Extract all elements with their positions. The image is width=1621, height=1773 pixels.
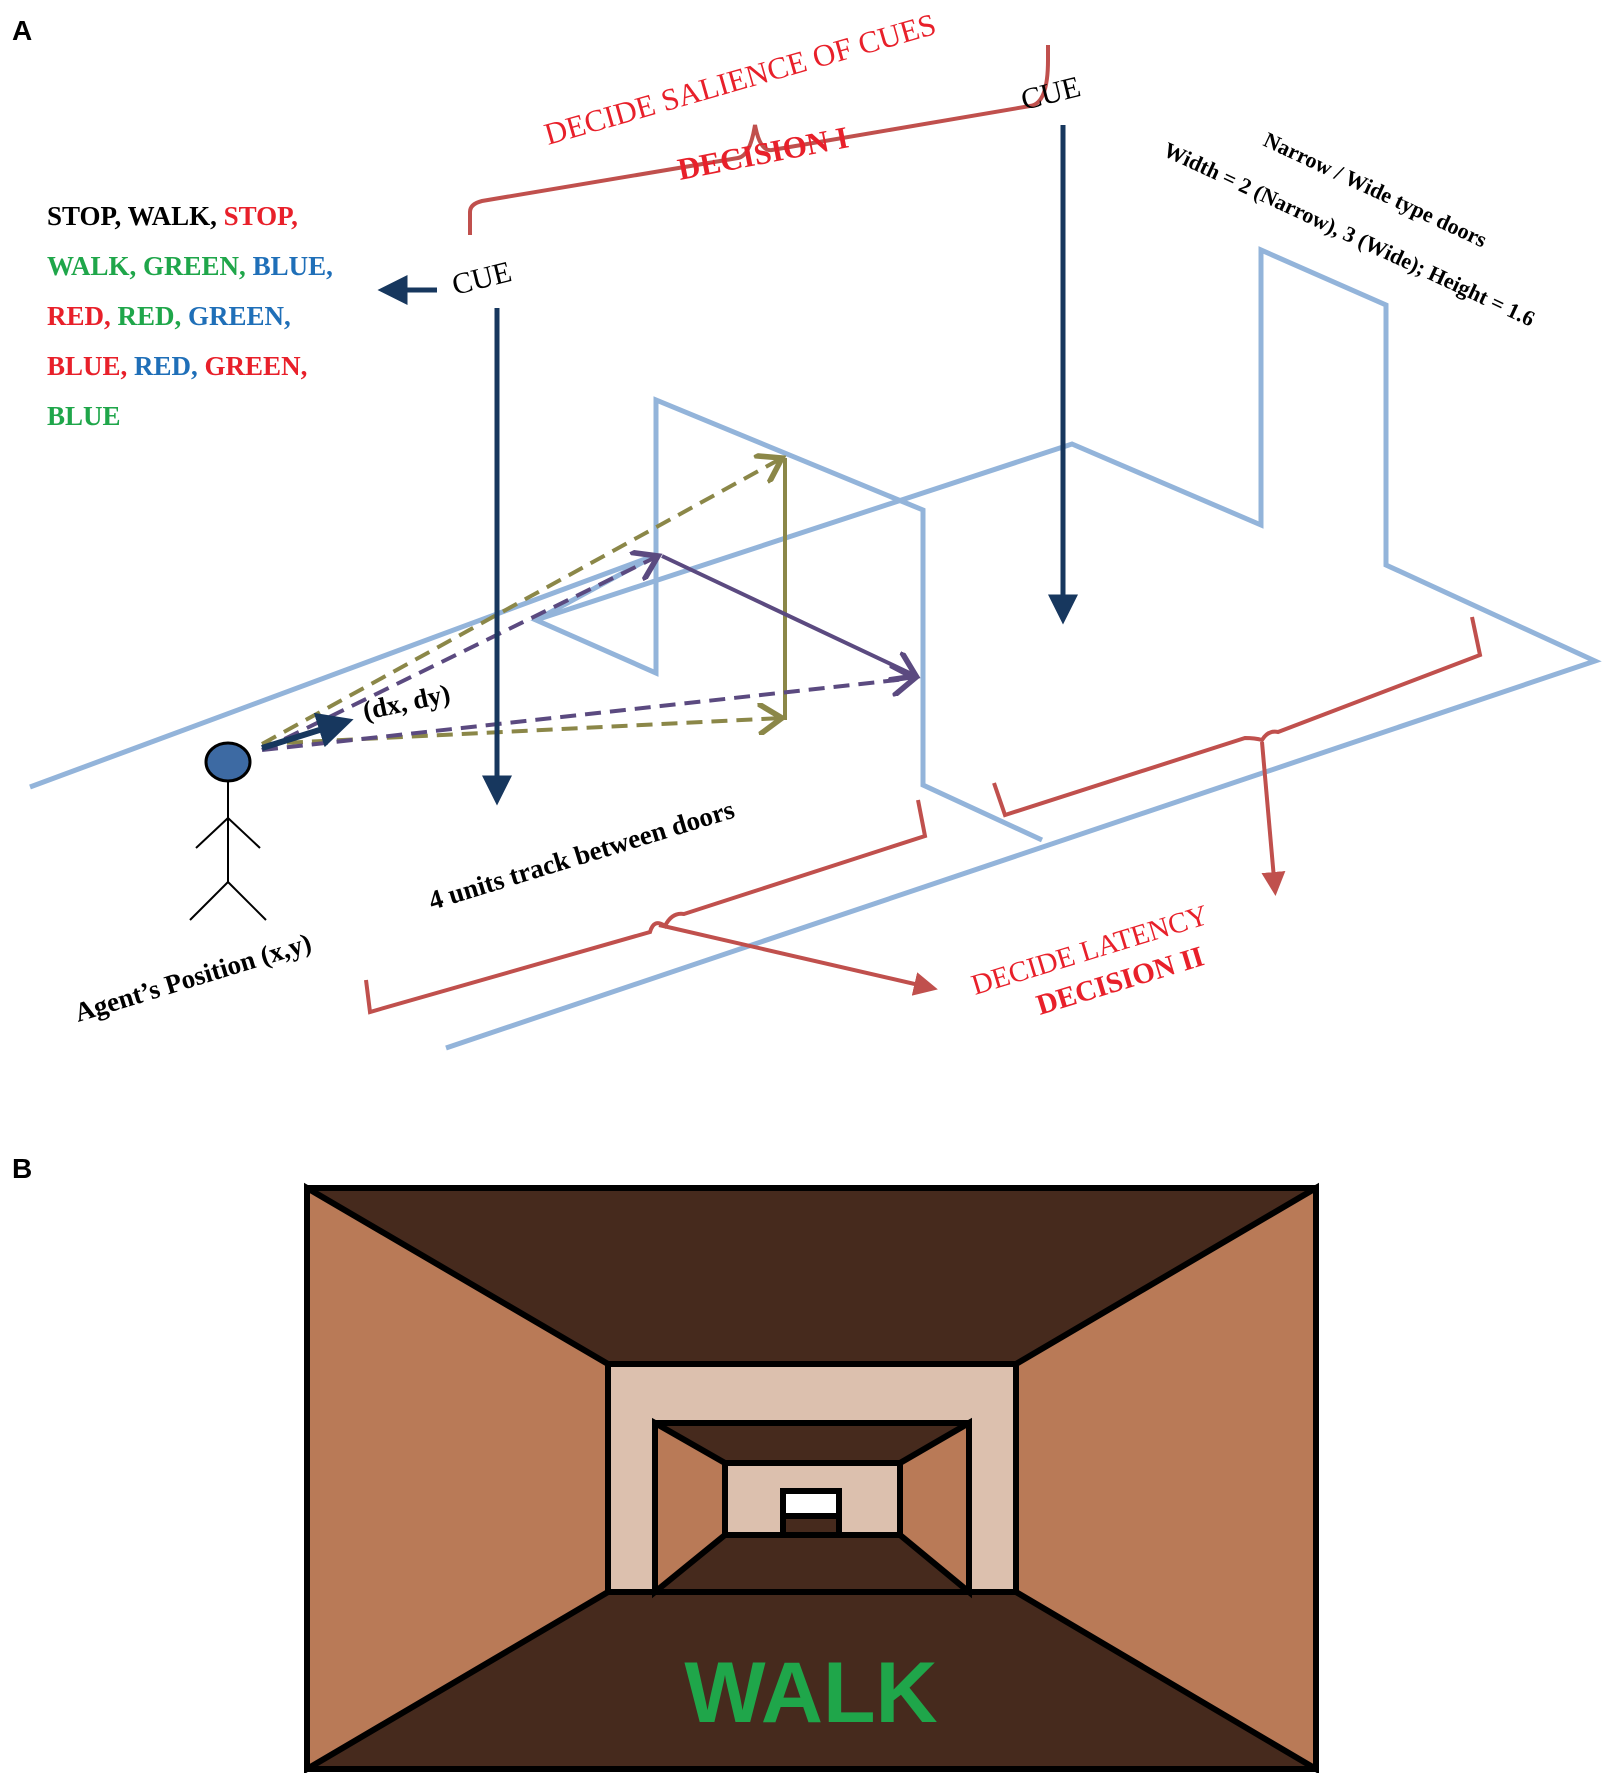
cue-right-label: CUE: [1018, 70, 1084, 117]
cue-sequence-word: RED,: [47, 301, 111, 331]
panel-a-label: A: [12, 15, 32, 46]
cue-word: WALK: [684, 1645, 937, 1741]
cue-sequence-line: RED, RED, GREEN,: [47, 301, 291, 331]
far-cue-light: [780, 1488, 842, 1519]
sight-lines-purple: [261, 554, 916, 752]
agent-right-leg: [227, 881, 267, 921]
cue-sequence-list: STOP, WALK, STOP,WALK, GREEN, BLUE,RED, …: [47, 201, 333, 431]
cue-sequence-line: STOP, WALK, STOP,: [47, 201, 298, 231]
agent-left-leg: [189, 881, 229, 921]
agent-left-arm: [195, 817, 229, 849]
heading-arrow: [261, 712, 354, 751]
agent-position-label: Agent’s Position (x,y): [71, 927, 315, 1028]
corridor-back-wall: [445, 246, 1602, 1051]
door-edge-line: [661, 554, 916, 676]
latency-arrow-lower: [658, 923, 938, 996]
panel-b: B WALK: [12, 1153, 1319, 1773]
cue-left-label: CUE: [449, 255, 515, 302]
cue-sequence-word: GREEN,: [198, 351, 308, 381]
cue-sequence-word: GREEN,: [136, 251, 246, 281]
decision-two-brackets: [364, 616, 1483, 1015]
agent-right-arm: [227, 817, 261, 849]
decision-one-bracket: [468, 45, 1050, 235]
sight-lines-olive: [261, 458, 785, 746]
agent-head: [204, 741, 252, 783]
cue-sequence-line: WALK, GREEN, BLUE,: [47, 251, 333, 281]
sight-line-top-left-door: [261, 458, 782, 746]
cue-sequence-word: STOP,: [47, 201, 121, 231]
track-length-label: 4 units track between doors: [425, 794, 738, 916]
cue-sequence-word: WALK,: [121, 201, 217, 231]
cue-sequence-word: BLUE,: [47, 351, 127, 381]
cue-sequence-word: STOP,: [217, 201, 298, 231]
velocity-label: (dx, dy): [360, 678, 453, 726]
panel-a: A: [12, 6, 1602, 1051]
cue-arrows: [377, 125, 1078, 806]
decision-one-subtitle: DECISION I: [675, 119, 852, 186]
cue-sequence-line: BLUE: [47, 401, 121, 431]
cue-sequence-word: BLUE,: [246, 251, 333, 281]
agent-figure: [189, 741, 267, 921]
panel-b-label: B: [12, 1153, 32, 1184]
sight-line-door-far: [261, 678, 915, 752]
cue-sequence-word: BLUE: [47, 401, 121, 431]
cue-sequence-word: RED,: [111, 301, 182, 331]
decision-two-bracket-upper: [992, 616, 1483, 818]
corridor-first-person-view: [304, 1182, 1319, 1773]
cue-sequence-line: BLUE, RED, GREEN,: [47, 351, 307, 381]
cue-sequence-word: RED,: [127, 351, 198, 381]
latency-arrow-upper: [1260, 741, 1286, 896]
cue-sequence-word: GREEN,: [181, 301, 291, 331]
cue-sequence-word: WALK,: [47, 251, 136, 281]
